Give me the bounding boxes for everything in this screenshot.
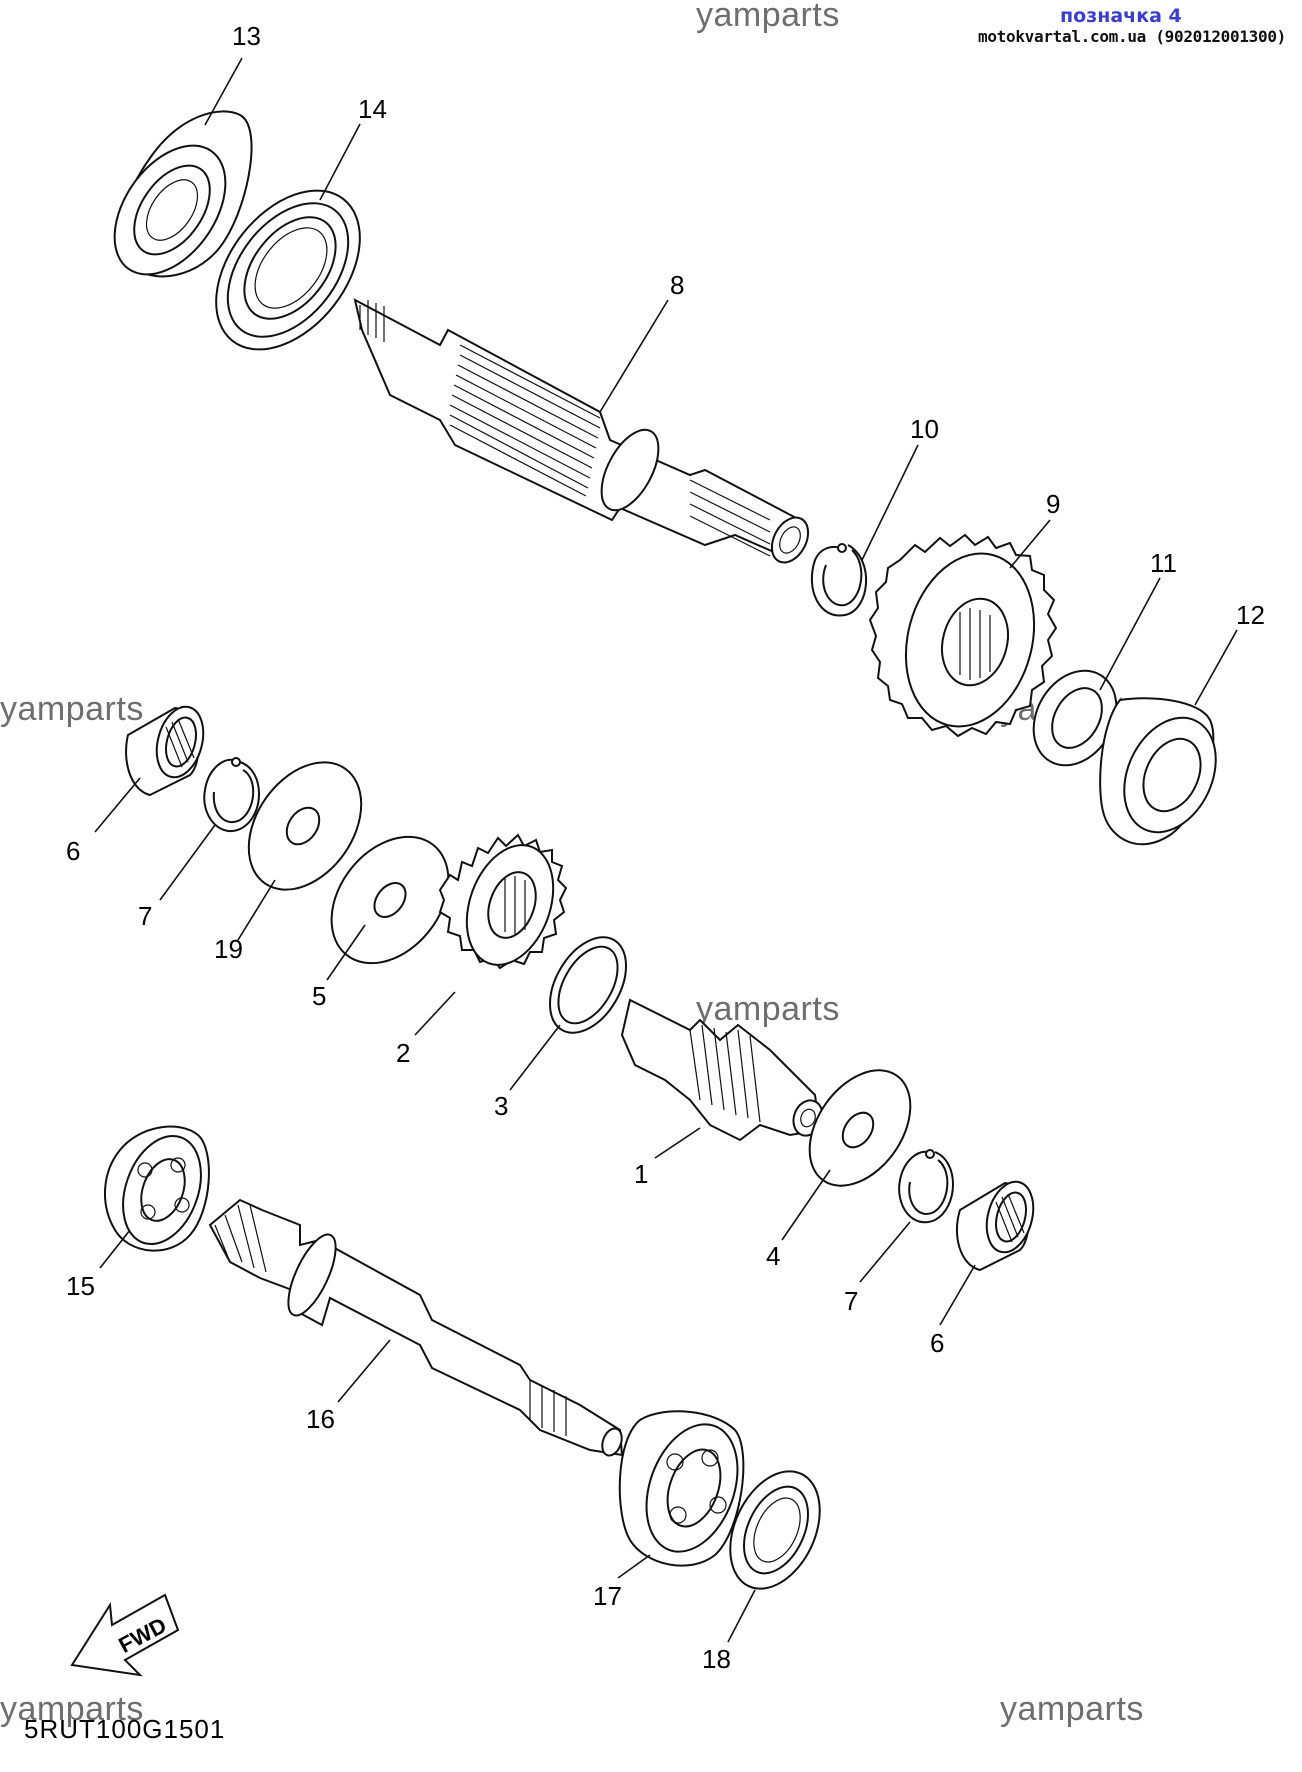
callout-7: 7	[844, 1286, 858, 1316]
callout-18: 18	[702, 1644, 731, 1674]
watermark: yamparts	[0, 1690, 144, 1728]
part-8-main-axle[interactable]	[353, 298, 815, 569]
part-16-output-shaft[interactable]	[208, 1198, 625, 1458]
callout-4: 4	[766, 1241, 780, 1271]
part-12-bearing[interactable]	[1099, 697, 1233, 847]
callout-15: 15	[66, 1271, 95, 1301]
part-17-bearing[interactable]	[618, 1410, 754, 1567]
callout-8: 8	[670, 270, 684, 300]
callout-16: 16	[306, 1404, 335, 1434]
header-title: позначка 4	[1060, 5, 1182, 27]
leader-lines	[94, 57, 1238, 1643]
callout-10: 10	[910, 414, 939, 444]
diagram-code: 5RUT100G1501	[24, 1714, 226, 1744]
callout-2: 2	[396, 1038, 410, 1068]
part-7-circlip[interactable]	[898, 1149, 954, 1224]
callout-9: 9	[1046, 489, 1060, 519]
part-19-washer[interactable]	[226, 741, 385, 911]
callout-14: 14	[358, 94, 387, 124]
part-15-bearing[interactable]	[104, 1125, 215, 1255]
callout-1: 1	[634, 1159, 648, 1189]
part-10-circlip[interactable]	[810, 543, 868, 617]
part-6-needle-bearing[interactable]	[955, 1177, 1041, 1272]
header-source: motokvartal.com.ua (902012001300)	[978, 27, 1286, 46]
part-2-gear[interactable]	[438, 833, 569, 977]
callout-5: 5	[312, 981, 326, 1011]
callout-3: 3	[494, 1091, 508, 1121]
part-11-washer[interactable]	[1017, 656, 1133, 781]
watermark: yamparts	[696, 990, 840, 1028]
callout-13: 13	[232, 21, 261, 51]
watermark: yamparts	[0, 690, 144, 728]
part-9-gear[interactable]	[868, 533, 1058, 741]
callout-6: 6	[66, 836, 80, 866]
callout-19: 19	[214, 934, 243, 964]
part-7-circlip[interactable]	[203, 757, 260, 833]
callout-12: 12	[1236, 600, 1265, 630]
part-18-oil-seal[interactable]	[713, 1457, 838, 1603]
part-3-washer[interactable]	[534, 924, 641, 1046]
callout-11: 11	[1150, 548, 1177, 578]
watermark: yamparts	[696, 0, 840, 34]
callout-17: 17	[593, 1581, 622, 1611]
fwd-arrow-icon: FWD	[70, 1593, 180, 1677]
watermark: yamparts	[1000, 1690, 1144, 1728]
callout-6: 6	[930, 1328, 944, 1358]
part-14-oil-seal[interactable]	[187, 163, 389, 376]
part-6-needle-bearing[interactable]	[125, 702, 211, 797]
callout-7: 7	[138, 901, 152, 931]
callout-labels: 13 14 8 10 9 11 12 6 7 19 5 2 3 1 4 7 6 …	[66, 21, 1265, 1674]
part-4-washer[interactable]	[789, 1051, 931, 1204]
part-1-shaft[interactable]	[620, 998, 827, 1142]
part-13-bearing[interactable]	[92, 110, 253, 294]
